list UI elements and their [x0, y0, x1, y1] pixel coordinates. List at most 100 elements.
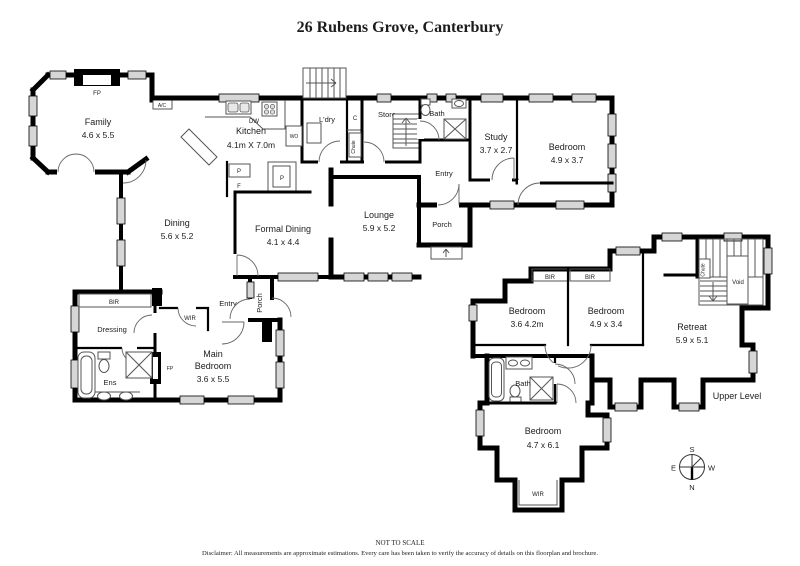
- lounge: Lounge 5.9 x 5.2: [328, 167, 422, 282]
- bedroom-front: Bedroom 4.9 x 3.7: [515, 142, 614, 206]
- basin: [97, 391, 111, 401]
- chute-label: Chute: [351, 140, 357, 154]
- family-room: FP Family 4.6 x 5.5 A/C: [28, 69, 173, 184]
- upper-outline: [468, 232, 773, 412]
- window: [227, 395, 255, 405]
- door-arc: [122, 159, 147, 184]
- window: [615, 246, 641, 256]
- room-dims: 4.9 x 3.4: [590, 319, 623, 329]
- french-door-arc: [75, 153, 95, 173]
- room-label: Bedroom: [549, 142, 586, 152]
- room-label: Store: [378, 110, 396, 119]
- room-label: Ens: [104, 378, 117, 387]
- stair-direction-arrow: [401, 117, 411, 146]
- page-title: 26 Rubens Grove, Canterbury: [297, 19, 504, 36]
- room-label: L'dry: [319, 115, 335, 124]
- room-dims: 4.9 x 3.7: [551, 155, 584, 165]
- room-label: Bedroom: [588, 306, 625, 316]
- bir-label: BIR: [109, 300, 120, 306]
- door-arc: [271, 297, 292, 318]
- window: [480, 93, 504, 103]
- window: [571, 93, 597, 103]
- window: [179, 395, 205, 405]
- void: [726, 255, 749, 305]
- compass-n: N: [689, 483, 694, 492]
- bir-label: BIR: [545, 275, 556, 281]
- stairs-upper-run: [302, 67, 347, 99]
- window: [748, 350, 758, 374]
- room-label: Formal Dining: [255, 224, 311, 234]
- door-arc: [236, 254, 259, 277]
- compass-w: W: [708, 464, 716, 473]
- level-label: Upper Level: [713, 391, 762, 401]
- basin: [508, 359, 518, 367]
- window: [489, 200, 515, 210]
- stairwell: Void Chute: [663, 235, 764, 306]
- room-dims: 4.6 x 5.5: [82, 130, 115, 140]
- window: [445, 93, 457, 103]
- study: Study 3.7 x 2.7: [468, 96, 519, 185]
- room-label: Bath: [515, 379, 530, 388]
- compass-s: S: [689, 445, 694, 454]
- room-dims: 5.6 x 5.2: [161, 231, 194, 241]
- window: [367, 272, 389, 282]
- door-arc: [567, 344, 592, 369]
- store-room: Store: [363, 96, 422, 165]
- door-arc: [133, 314, 153, 334]
- toilet-tank: [509, 396, 522, 403]
- window: [426, 93, 438, 103]
- room-label: Retreat: [677, 322, 707, 332]
- kitchen: DW Kitchen 4.1m X 7.0m WO P F P: [180, 96, 304, 198]
- window: [277, 272, 319, 282]
- bathtub: [488, 357, 505, 402]
- bir-label: BIR: [585, 275, 596, 281]
- toilet: [420, 104, 431, 116]
- window: [607, 113, 617, 137]
- room-dims: 5.9 x 5.2: [363, 223, 396, 233]
- bedroom-upper-3: Bedroom 4.7 x 6.1 WIR: [475, 383, 612, 513]
- room-dims: 4.7 x 6.1: [527, 440, 560, 450]
- door-arc: [419, 120, 440, 141]
- cooktop: [261, 101, 278, 117]
- window: [723, 232, 743, 242]
- fireplace-label: FP: [93, 91, 101, 97]
- window: [116, 197, 126, 225]
- window: [607, 143, 617, 169]
- basin: [520, 359, 530, 367]
- wir-label: WIR: [184, 316, 196, 322]
- room-dims: 4.1m X 7.0m: [227, 140, 275, 150]
- toilet: [98, 359, 110, 373]
- disclaimer: Disclaimer: All measurements are approxi…: [202, 550, 598, 557]
- window: [376, 93, 392, 103]
- void-label: Void: [732, 280, 744, 286]
- window: [343, 272, 365, 282]
- room-label: Bedroom: [509, 306, 546, 316]
- window: [28, 95, 38, 117]
- scale-note: NOT TO SCALE: [375, 539, 424, 547]
- laundry-chute: [348, 132, 362, 158]
- formal-dining: Formal Dining 4.1 x 4.4: [232, 190, 333, 282]
- window: [614, 402, 638, 412]
- room-label: Porch: [432, 220, 452, 229]
- bathroom-upper: Bath: [484, 353, 576, 406]
- room-label: Dressing: [97, 325, 127, 334]
- bathtub: [77, 351, 96, 399]
- window: [468, 304, 478, 322]
- wall-oven-label: WO: [290, 134, 299, 140]
- pantry-label: P: [237, 169, 241, 175]
- pantry-label: P: [280, 176, 284, 182]
- window: [275, 361, 285, 389]
- room-label: Entry: [219, 299, 237, 308]
- retreat: Retreat 5.9 x 5.1 Void Chute: [663, 235, 764, 345]
- ac-label: A/C: [158, 103, 167, 109]
- wall-oven: [285, 125, 303, 147]
- door-arc: [544, 344, 569, 369]
- door-arc: [363, 141, 385, 163]
- laundry-trough: [306, 122, 322, 144]
- laundry-chute: [698, 258, 711, 279]
- door-arc: [177, 307, 197, 327]
- room-label: Entry: [435, 169, 453, 178]
- room-label: Dining: [164, 218, 190, 228]
